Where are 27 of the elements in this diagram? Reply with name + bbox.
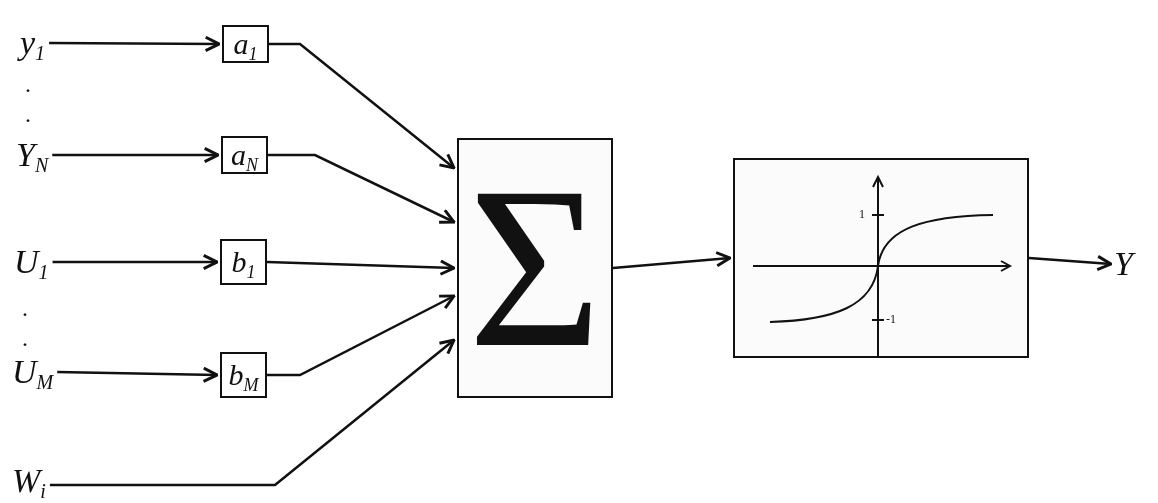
arrow [52,146,220,164]
arrow [267,294,456,377]
arrow [1028,254,1113,272]
weight-box: b$_{1}$ [220,239,267,285]
weight-box: a$_{1}$ [222,25,269,63]
variable-label: Y$_{N}$ [16,136,49,174]
tick-label: -1 [886,313,896,325]
variable-label: U$_{M}$ [12,353,54,391]
arrow [57,366,219,383]
arrow [49,338,456,487]
arrow [49,35,221,53]
ellipsis-dot: . [25,74,31,94]
ellipsis-dot: . [25,104,31,124]
variable-label: W$_{i}$ [12,462,46,500]
weight-box: b$_{M}$ [220,352,267,398]
arrow [268,153,456,224]
arrow [612,251,732,270]
tick-label: 1 [859,208,865,220]
arrow [52,253,219,271]
activation-function-box [733,158,1029,358]
weight-box: a$_{N}$ [221,136,268,174]
ellipsis-dot: . [22,328,28,348]
ellipsis-dot: . [22,298,28,318]
summation-box: Σ [457,138,613,398]
arrow [269,42,456,170]
variable-label: U$_{1}$ [14,243,49,281]
arrow [266,259,456,276]
